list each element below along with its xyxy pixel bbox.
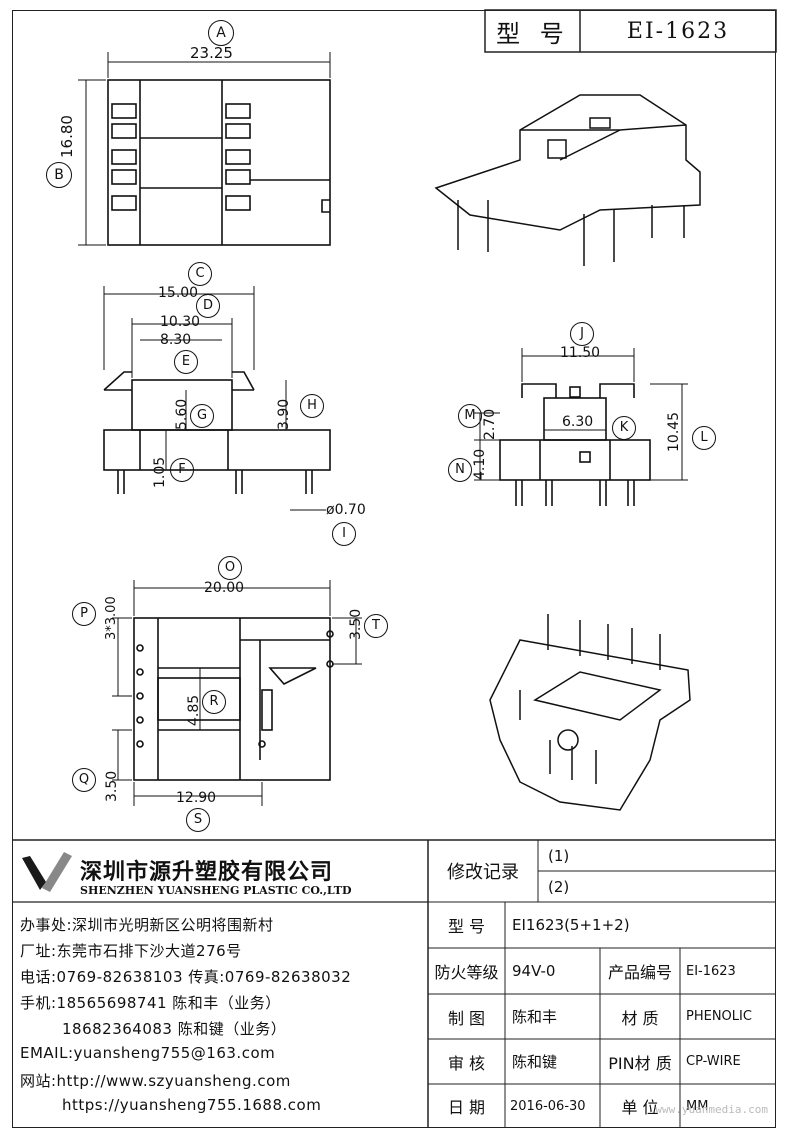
dim-e-value: 8.30 — [160, 332, 192, 348]
company-mobile-2: 18682364083 陈和键（业务） — [62, 1020, 287, 1038]
dim-circle-t: T — [364, 614, 388, 638]
dim-k-value: 6.30 — [562, 414, 594, 430]
fire-rating-label: 防火等级 — [434, 963, 499, 982]
dim-circle-b: B — [46, 162, 72, 188]
product-no-value: EI-1623 — [686, 963, 736, 979]
company-factory: 厂址:东莞市石排下沙大道276号 — [20, 942, 242, 960]
date-label: 日 期 — [447, 1098, 486, 1117]
company-logo — [22, 852, 72, 892]
header-model-label: 型 号 — [496, 19, 570, 48]
material-value: PHENOLIC — [686, 1009, 752, 1024]
dim-q-value: 3.50 — [104, 770, 120, 802]
company-name-en: SHENZHEN YUANSHENG PLASTIC CO.,LTD — [80, 884, 352, 897]
dim-s-value: 12.90 — [176, 790, 217, 806]
review-value: 陈和键 — [512, 1053, 558, 1071]
date-value: 2016-06-30 — [510, 1098, 586, 1114]
dim-circle-i: I — [332, 522, 356, 546]
dim-b-value: 16.80 — [58, 115, 76, 158]
dim-d-value: 10.30 — [160, 314, 201, 330]
dim-circle-g: G — [190, 404, 214, 428]
drawing-label: 制 图 — [447, 1008, 486, 1028]
pin-material-value: CP-WIRE — [686, 1054, 741, 1069]
product-no-label: 产品编号 — [607, 963, 672, 982]
dim-circle-l: L — [692, 426, 716, 450]
dim-circle-h: H — [300, 394, 324, 418]
dim-g-value: 5.60 — [174, 398, 190, 430]
material-label: 材 质 — [621, 1008, 659, 1028]
dim-circle-p: P — [72, 602, 96, 626]
dim-circle-c: C — [188, 262, 212, 286]
company-phone: 电话:0769-82638103 传真:0769-82638032 — [20, 968, 352, 986]
dim-circle-r: R — [202, 690, 226, 714]
company-website-1: 网站:http://www.szyuansheng.com — [20, 1072, 291, 1090]
company-mobile-1: 手机:18565698741 陈和丰（业务） — [20, 994, 281, 1012]
dim-i-value: ø0.70 — [326, 502, 366, 518]
watermark: www.yuanmedia.com — [655, 1103, 768, 1116]
company-website-2: https://yuansheng755.1688.com — [62, 1096, 322, 1114]
dim-c-value: 15.00 — [158, 285, 199, 301]
dim-circle-n: N — [448, 458, 472, 482]
header-model-value: EI-1623 — [626, 18, 730, 44]
company-email: EMAIL:yuansheng755@163.com — [20, 1044, 276, 1062]
dim-circle-k: K — [612, 416, 636, 440]
dim-circle-m: M — [458, 404, 482, 428]
company-name-cn: 深圳市源升塑胶有限公司 — [80, 860, 334, 885]
dim-circle-s: S — [186, 808, 210, 832]
review-label: 审 核 — [447, 1053, 486, 1073]
dim-a-value: 23.25 — [190, 44, 233, 62]
dim-n-value: 4.10 — [472, 448, 488, 480]
dim-h-value: 3.90 — [276, 398, 292, 430]
fire-rating-value: 94V-0 — [512, 962, 556, 980]
dim-t-value: 3.50 — [348, 608, 364, 640]
model-label: 型 号 — [447, 917, 486, 936]
dim-circle-e: E — [174, 350, 198, 374]
dim-circle-o: O — [218, 556, 242, 580]
unit-label: 单 位 — [621, 1098, 659, 1117]
dim-m-value: 2.70 — [482, 408, 498, 440]
model-value: EI1623(5+1+2) — [512, 916, 630, 934]
dim-circle-f: F — [170, 458, 194, 482]
drawing-frame — [12, 10, 776, 1128]
revision-1: (1) — [548, 846, 570, 865]
unit-value: MM — [686, 1098, 709, 1114]
dim-circle-q: Q — [72, 768, 96, 792]
dim-f-value: 1.05 — [152, 456, 168, 488]
dim-j-value: 11.50 — [560, 345, 601, 361]
dim-circle-d: D — [196, 294, 220, 318]
drawing-value: 陈和丰 — [512, 1008, 558, 1026]
dim-p-value: 3*3.00 — [104, 596, 119, 640]
revision-label: 修改记录 — [447, 862, 519, 883]
dim-circle-j: J — [570, 322, 594, 346]
revision-2: (2) — [548, 877, 570, 896]
company-office: 办事处:深圳市光明新区公明将围新村 — [20, 916, 274, 934]
dim-l-value: 10.45 — [666, 411, 682, 452]
dim-o-value: 20.00 — [204, 580, 245, 596]
dim-circle-a: A — [208, 20, 234, 46]
dim-r-value: 4.85 — [186, 694, 202, 726]
pin-material-label: PIN材 质 — [608, 1053, 672, 1073]
